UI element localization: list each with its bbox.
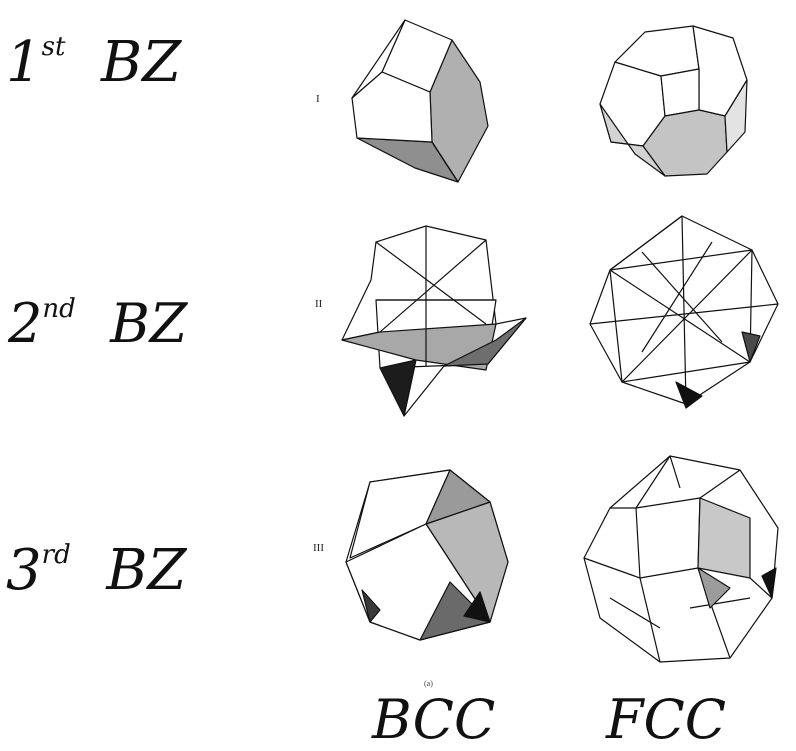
row-label-3-suffix: rd xyxy=(41,540,71,571)
row-label-1-zone: BZ xyxy=(101,30,182,95)
roman-numeral-3: III xyxy=(313,542,324,554)
bcc-3rd-bz-faceted-cube xyxy=(345,469,509,641)
row-label-1st-bz: 1st BZ xyxy=(6,30,181,95)
row-label-3-number: 3 xyxy=(6,538,42,603)
row-label-2-suffix: nd xyxy=(42,294,76,324)
fcc-1st-bz-truncated-octahedron xyxy=(599,25,748,177)
row-label-2-number: 2 xyxy=(8,292,43,355)
row-label-1-number: 1 xyxy=(6,30,42,95)
row-label-3rd-bz: 3rd BZ xyxy=(6,538,186,603)
row-label-2-zone: BZ xyxy=(110,292,188,355)
fcc-2nd-bz-stellated-cube xyxy=(589,215,779,409)
row-label-3-zone: BZ xyxy=(106,538,187,603)
row-label-2nd-bz: 2nd BZ xyxy=(8,292,187,355)
bcc-2nd-bz-stellated-octahedron xyxy=(341,225,527,417)
column-label-fcc: FCC xyxy=(606,688,727,751)
column-label-bcc: BCC xyxy=(372,688,496,751)
figure-tag: (a) xyxy=(424,679,433,688)
bcc-1st-bz-rhombic-dodecahedron xyxy=(351,19,489,183)
roman-numeral-2: II xyxy=(315,298,323,310)
roman-numeral-1: I xyxy=(316,93,320,105)
fcc-3rd-bz-faceted-polyhedron xyxy=(583,455,779,663)
row-label-1-suffix: st xyxy=(41,32,66,63)
